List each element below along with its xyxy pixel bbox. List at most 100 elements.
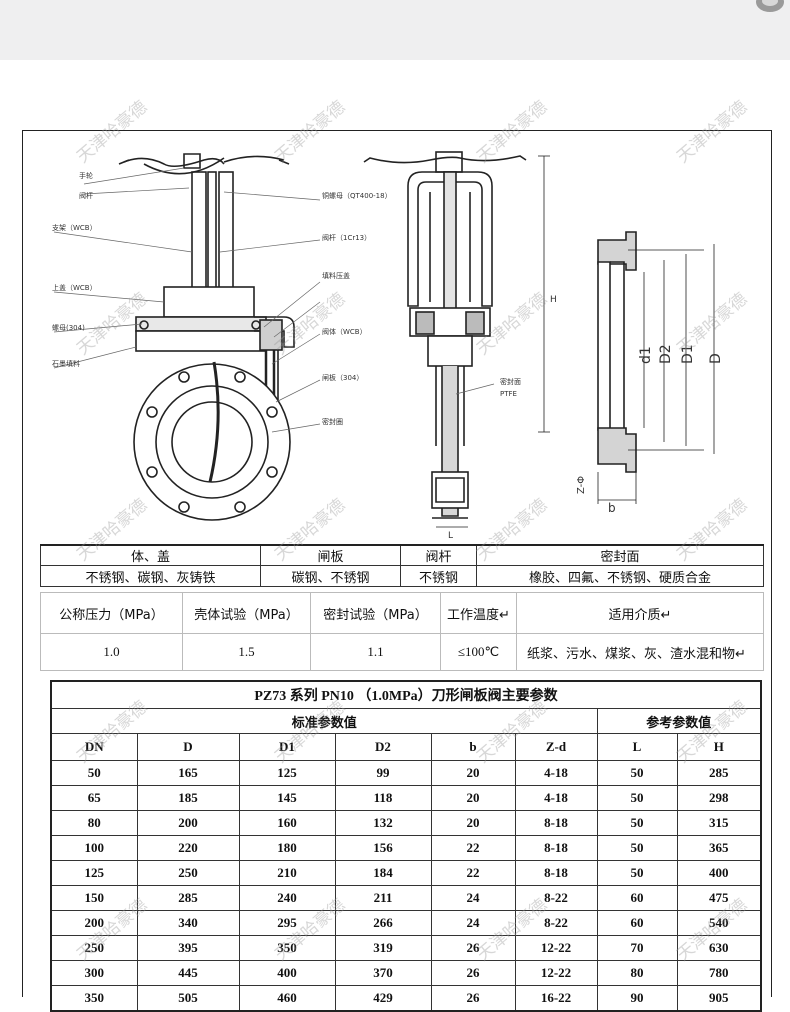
table-cell: 350 — [238, 935, 336, 961]
table-cell: 60 — [596, 910, 678, 936]
column-header-h: H — [676, 733, 762, 761]
table-cell: 400 — [676, 860, 762, 886]
column-header-l: L — [596, 733, 678, 761]
table-cell: 780 — [676, 960, 762, 986]
table-cell: 80 — [596, 960, 678, 986]
table-cell: 210 — [238, 860, 336, 886]
column-header-dn: DN — [50, 733, 138, 761]
table-cell: 8-22 — [514, 910, 598, 936]
table-cell: 200 — [50, 910, 138, 936]
table-cell: 505 — [136, 985, 240, 1012]
material-value-row: 不锈钢、碳钢、灰铸铁 碳钢、不锈钢 不锈钢 橡胶、四氟、不锈钢、硬质合金 — [40, 565, 764, 587]
table-cell: 160 — [238, 810, 336, 836]
callout-bracket: 支架（WCB） — [52, 223, 97, 232]
pressure-header-nominal: 公称压力（MPa） — [40, 592, 183, 634]
parameter-header-row: DN D D1 D2 b Z-d L H — [50, 733, 762, 761]
table-cell: 12-22 — [514, 935, 598, 961]
table-cell: 125 — [50, 860, 138, 886]
dim-label-h: H — [550, 295, 557, 305]
table-cell: 250 — [50, 935, 138, 961]
table-cell: 20 — [430, 810, 516, 836]
table-cell: 250 — [136, 860, 240, 886]
valve-drawing-svg: 手轮 阀杆 支架（WCB） 上盖（WCB） 螺母(304) 石墨填料 铜螺母（Q… — [52, 151, 724, 541]
table-cell: 24 — [430, 910, 516, 936]
table-cell: 165 — [136, 760, 240, 786]
table-cell: 12-22 — [514, 960, 598, 986]
table-cell: 540 — [676, 910, 762, 936]
table-cell: 145 — [238, 785, 336, 811]
table-cell: 460 — [238, 985, 336, 1012]
callout-body: 阀体（WCB） — [322, 327, 367, 336]
column-header-d: D — [136, 733, 240, 761]
table-cell: 295 — [238, 910, 336, 936]
pressure-value-row: 1.0 1.5 1.1 ≤100℃ 纸浆、污水、煤浆、灰、渣水混和物↵ — [40, 633, 764, 671]
parameter-table: PZ73 系列 PN10 （1.0MPa）刀形闸板阀主要参数 标准参数值 参考参… — [50, 680, 762, 1012]
table-cell: 185 — [136, 785, 240, 811]
standard-values-group: 标准参数值 — [50, 708, 598, 734]
dim-label-d: D — [708, 353, 724, 364]
gear-icon[interactable] — [750, 0, 784, 14]
table-cell: 90 — [596, 985, 678, 1012]
table-cell: 211 — [334, 885, 432, 911]
table-cell: 8-18 — [514, 860, 598, 886]
table-cell: 50 — [596, 835, 678, 861]
callout-ptfe: PTFE — [500, 390, 517, 398]
table-cell: 298 — [676, 785, 762, 811]
table-cell: 300 — [50, 960, 138, 986]
table-cell: 285 — [136, 885, 240, 911]
material-header-stem: 阀杆 — [400, 544, 477, 566]
callout-graphite-packing: 石墨填料 — [52, 359, 80, 368]
table-cell: 20 — [430, 785, 516, 811]
column-header-d1: D1 — [238, 733, 336, 761]
pressure-header-media: 适用介质↵ — [516, 592, 764, 634]
table-cell: 50 — [596, 785, 678, 811]
callout-bonnet: 上盖（WCB） — [52, 283, 97, 292]
table-cell: 400 — [238, 960, 336, 986]
material-value-stem: 不锈钢 — [400, 565, 477, 587]
table-cell: 8-18 — [514, 810, 598, 836]
column-header-d2: D2 — [334, 733, 432, 761]
callout-copper-nut: 铜螺母（QT400-18） — [322, 191, 392, 200]
dim-label-b: b — [608, 501, 616, 515]
table-cell: 50 — [596, 860, 678, 886]
table-cell: 905 — [676, 985, 762, 1012]
pressure-header-row: 公称压力（MPa） 壳体试验（MPa） 密封试验（MPa） 工作温度↵ 适用介质… — [40, 592, 764, 634]
callout-seal-ring: 密封圈 — [322, 417, 343, 426]
table-cell: 16-22 — [514, 985, 598, 1012]
material-header-body: 体、盖 — [40, 544, 261, 566]
table-cell: 395 — [136, 935, 240, 961]
spec-sheet-frame — [22, 130, 772, 997]
callout-gate: 闸板（304） — [322, 373, 363, 382]
pressure-value-seal-test: 1.1 — [310, 633, 441, 671]
table-cell: 340 — [136, 910, 240, 936]
pressure-value-temperature: ≤100℃ — [440, 633, 517, 671]
table-cell: 99 — [334, 760, 432, 786]
material-header-seal: 密封面 — [476, 544, 764, 566]
table-cell: 118 — [334, 785, 432, 811]
material-table: 体、盖 闸板 阀杆 密封面 不锈钢、碳钢、灰铸铁 碳钢、不锈钢 不锈钢 橡胶、四… — [40, 544, 764, 587]
callout-seal-face: 密封面 — [500, 377, 521, 386]
table-cell: 80 — [50, 810, 138, 836]
table-cell: 4-18 — [514, 760, 598, 786]
pressure-value-shell-test: 1.5 — [182, 633, 311, 671]
table-cell: 220 — [136, 835, 240, 861]
table-cell: 22 — [430, 835, 516, 861]
table-cell: 4-18 — [514, 785, 598, 811]
pressure-header-temperature: 工作温度↵ — [440, 592, 517, 634]
column-header-b: b — [430, 733, 516, 761]
table-cell: 200 — [136, 810, 240, 836]
table-cell: 240 — [238, 885, 336, 911]
table-cell: 630 — [676, 935, 762, 961]
material-header-gate: 闸板 — [260, 544, 401, 566]
table-cell: 60 — [596, 885, 678, 911]
pressure-table: 公称压力（MPa） 壳体试验（MPa） 密封试验（MPa） 工作温度↵ 适用介质… — [40, 592, 764, 671]
material-value-gate: 碳钢、不锈钢 — [260, 565, 401, 587]
pressure-value-media: 纸浆、污水、煤浆、灰、渣水混和物↵ — [516, 633, 764, 671]
material-header-row: 体、盖 闸板 阀杆 密封面 — [40, 544, 764, 566]
table-cell: 445 — [136, 960, 240, 986]
table-cell: 50 — [50, 760, 138, 786]
dim-label-l: L — [448, 531, 453, 541]
